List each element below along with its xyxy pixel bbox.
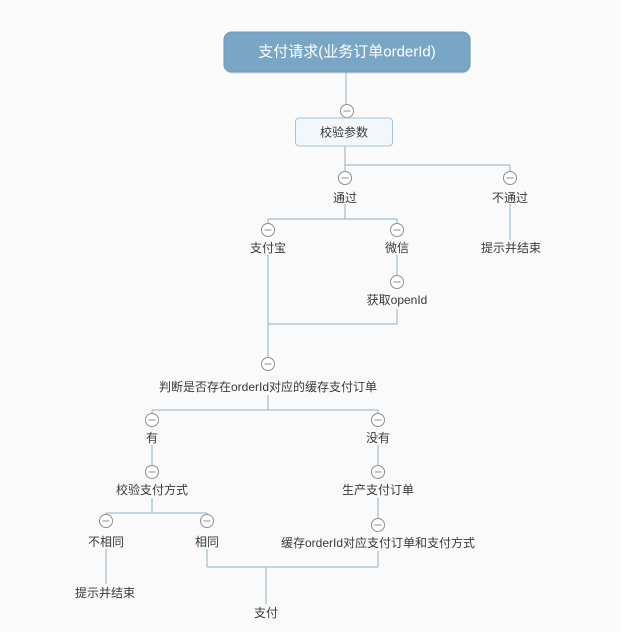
node-fail-prompt-end[interactable]: 提示并结束 [480,241,542,255]
minus-circle-icon[interactable] [200,514,214,528]
node-validate-params[interactable]: 校验参数 [295,117,393,147]
minus-circle-icon[interactable] [371,465,385,479]
node-pass[interactable]: 通过 [332,191,358,205]
minus-circle-icon[interactable] [390,223,404,237]
node-wechat[interactable]: 微信 [384,241,410,255]
minus-circle-icon[interactable] [261,357,275,371]
node-not-same[interactable]: 不相同 [87,535,125,549]
minus-circle-icon[interactable] [338,171,352,185]
node-has-cache[interactable]: 有 [145,431,159,445]
minus-circle-icon[interactable] [340,104,354,118]
minus-circle-icon[interactable] [145,413,159,427]
node-alipay[interactable]: 支付宝 [249,241,287,255]
node-same[interactable]: 相同 [194,535,220,549]
node-fail[interactable]: 不通过 [491,191,529,205]
node-payment-request-root[interactable]: 支付请求(业务订单orderId) [223,31,471,73]
minus-circle-icon[interactable] [99,514,113,528]
minus-circle-icon[interactable] [371,518,385,532]
minus-circle-icon[interactable] [371,413,385,427]
node-create-pay-order[interactable]: 生产支付订单 [341,483,415,497]
node-cache-pay-order[interactable]: 缓存orderId对应支付订单和支付方式 [280,536,476,550]
node-verify-pay-method[interactable]: 校验支付方式 [115,483,189,497]
node-check-cached-order[interactable]: 判断是否存在orderId对应的缓存支付订单 [158,380,378,394]
minus-circle-icon[interactable] [503,171,517,185]
node-no-cache[interactable]: 没有 [365,431,391,445]
minus-circle-icon[interactable] [261,223,275,237]
minus-circle-icon[interactable] [145,465,159,479]
minus-circle-icon[interactable] [390,275,404,289]
node-notsame-prompt-end[interactable]: 提示并结束 [74,586,136,600]
node-get-openid[interactable]: 获取openId [366,293,428,307]
node-pay[interactable]: 支付 [253,606,279,620]
